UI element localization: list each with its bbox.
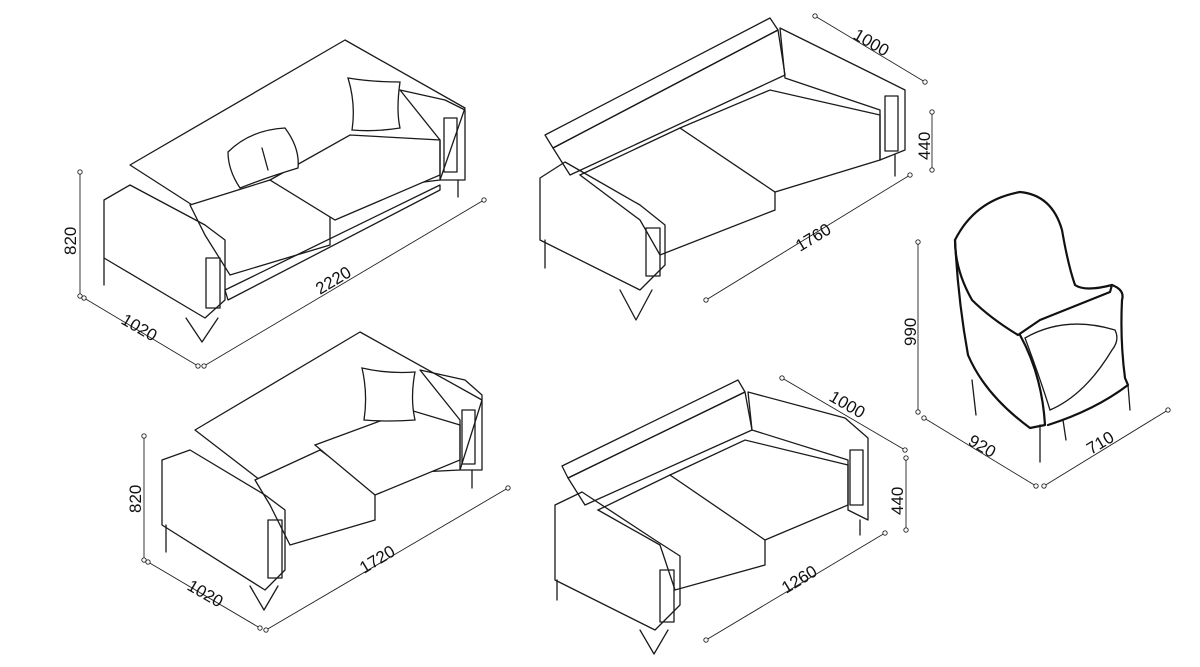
bed2-height-label: 440 [888,487,907,515]
pillow [347,77,401,132]
chair-width-label: 710 [1083,428,1117,459]
arm-ornament [443,117,458,173]
two-seat-sofa [161,331,483,611]
bed2-dimension-lines [703,375,909,643]
pillow [361,367,416,422]
sofa2-height-label: 820 [126,485,145,513]
sofa-arm [539,161,666,291]
sofa-arm [779,27,906,161]
sofa-back [129,39,466,211]
chair-back [953,190,1114,337]
chair-seat [1024,323,1118,411]
bed2-depth-label: 1000 [826,387,868,422]
chair-depth-label: 920 [965,431,999,462]
bed3-depth-label: 1000 [850,25,892,60]
arm-ornament [659,569,675,623]
bed2-width-label: 1260 [778,562,820,598]
sofa2-width-label: 1720 [356,542,398,578]
three-seat-sofa-bed [539,17,906,321]
three-seat-sofa [103,39,466,343]
sofa-arm [161,449,286,591]
sofa-arm [747,391,869,521]
sofa3-dimension-lines [77,169,487,369]
arm-ornament [884,95,899,152]
sofa-arm [399,89,466,181]
sofa2-dimension-lines [141,433,511,633]
arm-ornament [267,519,283,579]
sofa-back [194,331,483,481]
two-seat-sofa-bed [554,379,869,655]
arm-ornament [205,257,221,309]
wingback-armchair [953,190,1131,463]
sofa3-height-label: 820 [61,227,80,255]
arm-ornament [645,227,661,277]
chair-height-label: 990 [901,318,920,346]
sofa-arm [554,491,681,631]
chair-side [953,238,1047,430]
pillow [227,127,299,189]
arm-ornament [461,409,476,465]
sofa2-depth-label: 1020 [184,576,226,611]
sofa-arm [103,184,226,319]
bed3-height-label: 440 [915,132,934,160]
arm-ornament [849,449,864,506]
chair-dimension-lines [915,239,1171,489]
bed3-dimension-lines [703,13,935,303]
sofa-arm [419,369,483,471]
sofa3-width-label: 2220 [312,263,354,299]
